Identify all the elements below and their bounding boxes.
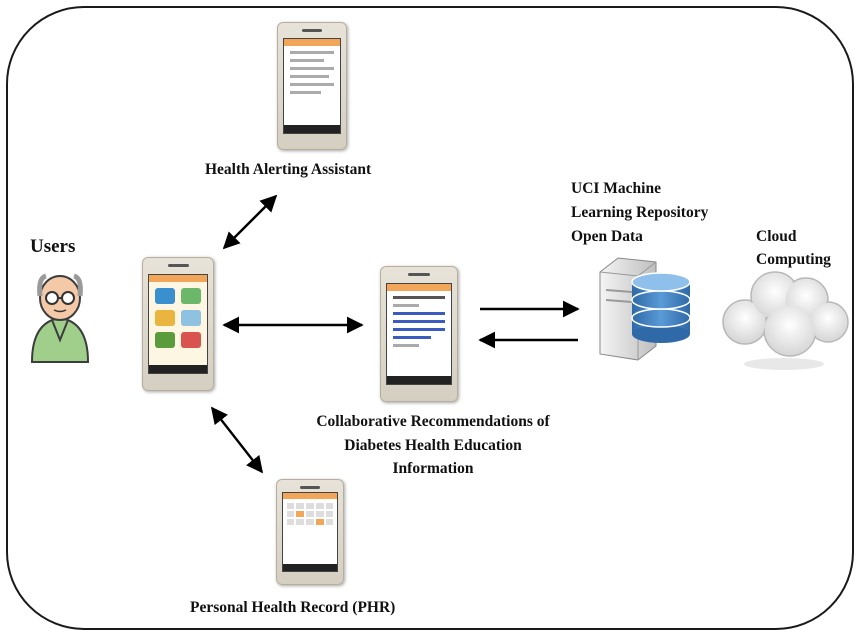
database-server-icon — [599, 257, 691, 361]
cloud-label-line1: Cloud — [756, 228, 797, 245]
users-label: Users — [30, 236, 76, 257]
health-alert-phone — [277, 22, 347, 150]
arrow-main-to-alert — [222, 194, 278, 250]
collab-phone — [380, 266, 458, 402]
uci-label-line2: Learning Repository — [571, 204, 709, 221]
cloud-icon — [722, 271, 849, 370]
arrow-main-to-phr — [210, 406, 264, 474]
phr-label: Personal Health Record (PHR) — [190, 599, 396, 616]
elderly-user-icon — [30, 273, 90, 363]
phr-phone — [276, 479, 344, 585]
main-app-phone — [142, 257, 214, 391]
collab-label-line1: Collaborative Recommendations of — [316, 413, 550, 430]
uci-label-line3: Open Data — [571, 228, 643, 245]
collab-label-line2: Diabetes Health Education — [344, 437, 522, 454]
uci-label-line1: UCI Machine — [571, 180, 661, 197]
collab-label-line3: Information — [392, 460, 474, 477]
health-alert-label: Health Alerting Assistant — [205, 161, 372, 178]
cloud-label-line2: Computing — [756, 251, 831, 268]
diagram-frame — [6, 6, 854, 630]
